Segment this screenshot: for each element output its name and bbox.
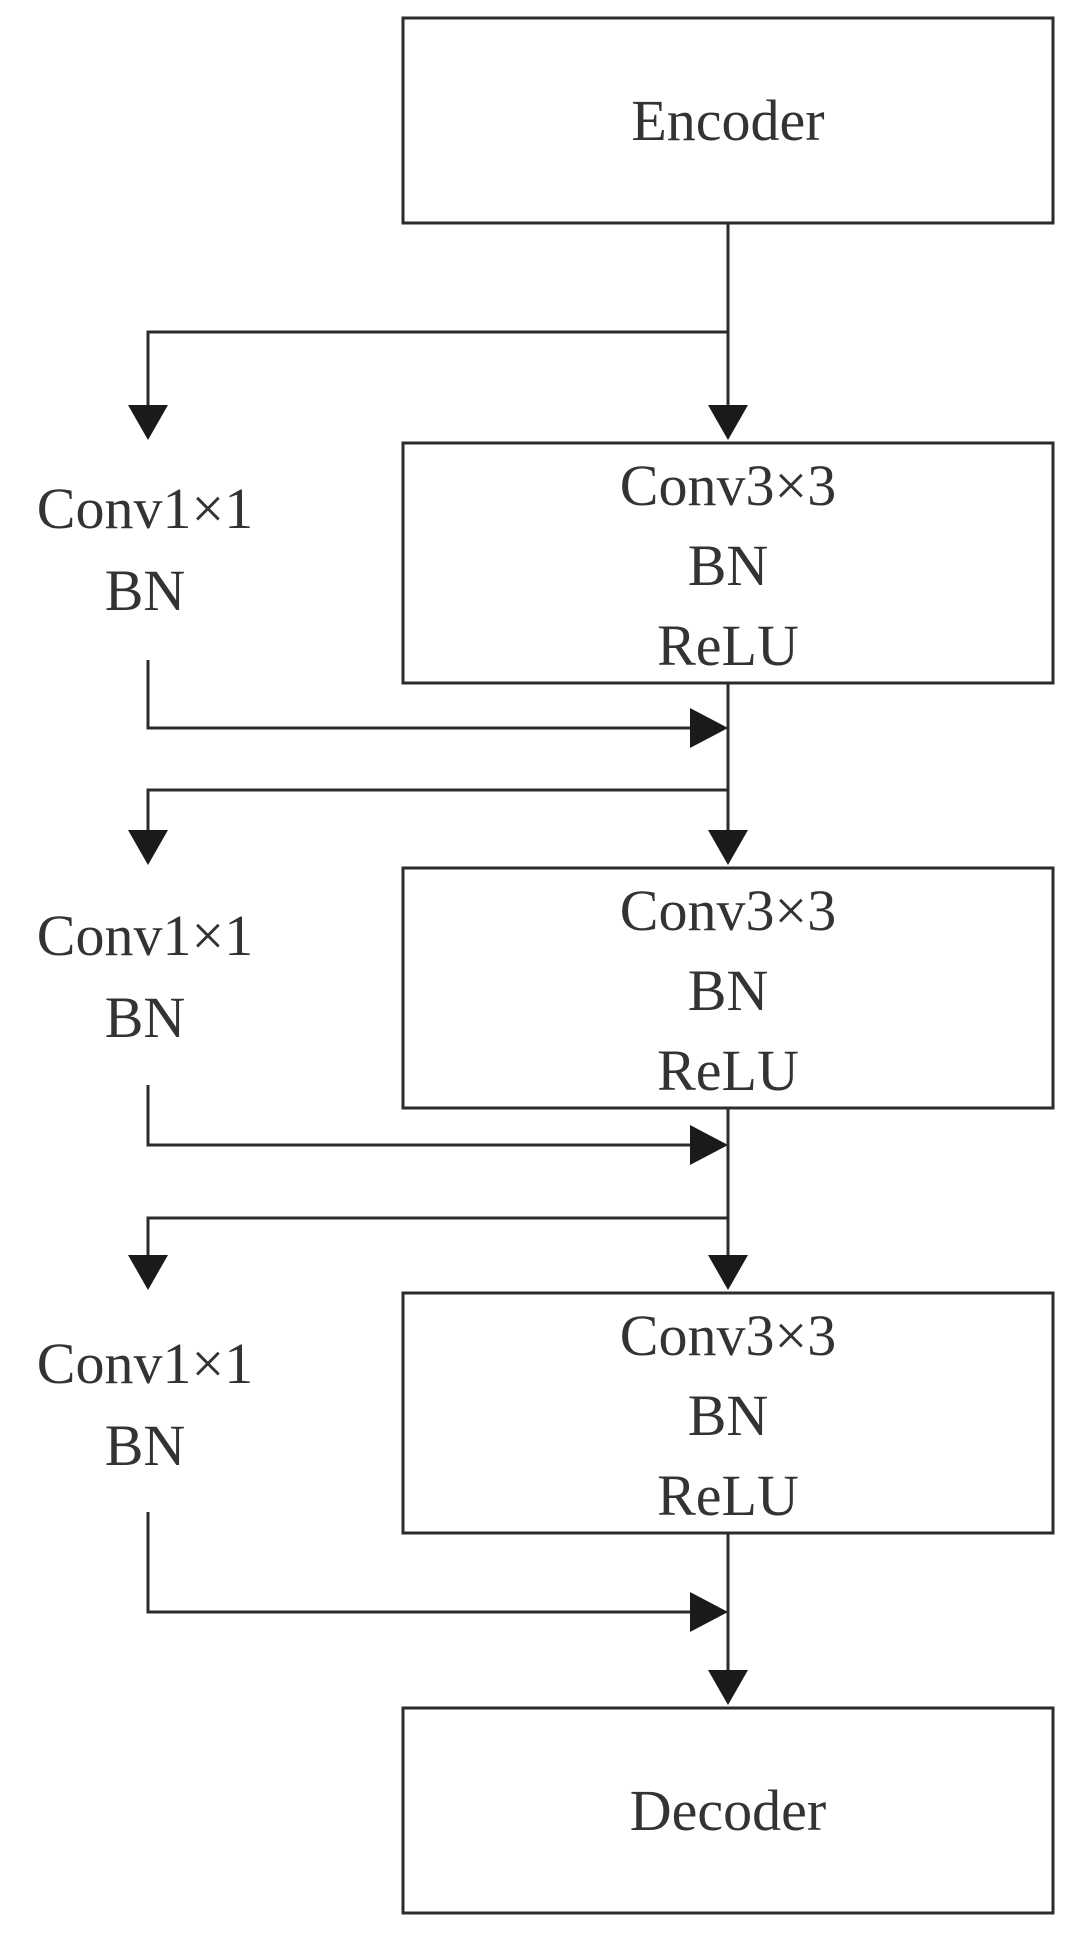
shortcut-merge-line: [146, 1085, 690, 1147]
shortcut-line: Conv1×1: [37, 476, 253, 541]
shortcut-label-2: Conv1×1 BN: [37, 903, 253, 1050]
block-line: BN: [688, 1383, 769, 1448]
shortcut-merge-line: [146, 1512, 690, 1614]
block-line: ReLU: [657, 613, 799, 678]
conv-block-2: Conv3×3 BN ReLU: [401, 866, 1055, 1110]
arrowhead: [690, 1592, 728, 1632]
arrowhead: [708, 1670, 748, 1705]
encoder-label: Encoder: [631, 88, 824, 153]
shortcut-line: BN: [105, 985, 186, 1050]
shortcut-branch-line: [146, 330, 728, 405]
arrowhead: [128, 405, 168, 440]
conv-block-3: Conv3×3 BN ReLU: [401, 1291, 1055, 1535]
block-line: Conv3×3: [620, 1303, 836, 1368]
block-line: ReLU: [657, 1038, 799, 1103]
shortcut-line: Conv1×1: [37, 903, 253, 968]
arrowhead: [708, 830, 748, 865]
shortcut-merge-line: [146, 660, 690, 730]
arrowhead: [128, 1255, 168, 1290]
encoder-block: Encoder: [401, 16, 1055, 225]
arrowhead: [128, 830, 168, 865]
block-line: BN: [688, 533, 769, 598]
decoder-label: Decoder: [630, 1778, 826, 1843]
shortcut-label-3: Conv1×1 BN: [37, 1331, 253, 1478]
shortcut-label-1: Conv1×1 BN: [37, 476, 253, 623]
arrowhead: [690, 1125, 728, 1165]
block-line: BN: [688, 958, 769, 1023]
shortcut-line: BN: [105, 1413, 186, 1478]
block-line: Conv3×3: [620, 878, 836, 943]
shortcut-branch-line: [146, 788, 728, 830]
block-line: ReLU: [657, 1463, 799, 1528]
shortcut-branch-line: [146, 1216, 728, 1255]
shortcut-line: Conv1×1: [37, 1331, 253, 1396]
conv-block-1: Conv3×3 BN ReLU: [401, 441, 1055, 685]
arrowhead: [690, 708, 728, 748]
shortcut-line: BN: [105, 558, 186, 623]
arrowhead: [708, 405, 748, 440]
decoder-block: Decoder: [401, 1706, 1055, 1915]
block-line: Conv3×3: [620, 453, 836, 518]
arrowhead: [708, 1255, 748, 1290]
